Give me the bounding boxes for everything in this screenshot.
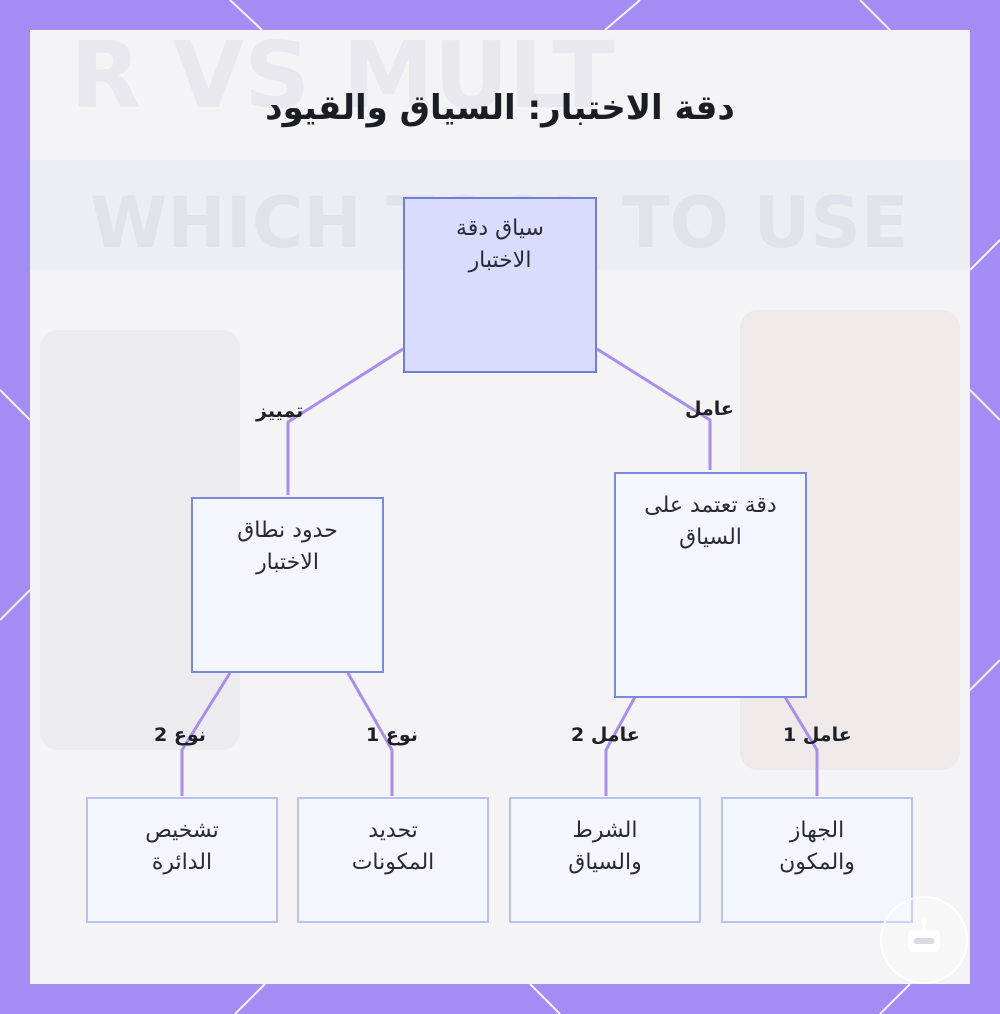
node-circuit-diagnosis-label: تشخيص الدائرة	[145, 818, 219, 875]
background-text-top: R VS MULT	[70, 30, 615, 129]
edge-label-type1: نوع 1	[366, 724, 418, 746]
node-root-label: سياق دقة الاختبار	[456, 216, 544, 273]
node-scope-limits: حدود نطاق الاختبار	[191, 497, 384, 673]
edge-label-root-to-context: عامل	[685, 398, 734, 420]
node-device-component: الجهاز والمكون	[721, 797, 913, 923]
node-component-identification-label: تحديد المكونات	[351, 818, 435, 875]
content-panel: R VS MULT WHICH TOOL TO USE دقة الاختبار…	[30, 30, 970, 984]
diagram-edges	[180, 347, 819, 796]
edge-label-factor1: عامل 1	[783, 724, 852, 746]
node-component-identification: تحديد المكونات	[297, 797, 489, 923]
node-circuit-diagnosis: تشخيص الدائرة	[86, 797, 278, 923]
node-scope-limits-label: حدود نطاق الاختبار	[237, 518, 338, 575]
node-context-accuracy: دقة تعتمد على السياق	[614, 472, 807, 698]
edge-context-to-device	[783, 696, 819, 796]
edge-scope-to-diagnosis	[180, 672, 232, 796]
edge-scope-to-identification	[346, 672, 394, 796]
edge-label-type2: نوع 2	[154, 724, 206, 746]
edge-label-root-to-scope: تمييز	[256, 400, 304, 422]
diagram-title: دقة الاختبار: السياق والقيود	[265, 88, 735, 128]
edge-context-to-condition	[604, 696, 637, 796]
robot-icon	[880, 896, 968, 984]
edge-root-to-scope	[286, 347, 404, 495]
node-condition-context-label: الشرط والسياق	[568, 818, 642, 875]
edge-label-factor2: عامل 2	[571, 724, 640, 746]
node-condition-context: الشرط والسياق	[509, 797, 701, 923]
node-device-component-label: الجهاز والمكون	[779, 818, 855, 875]
node-root: سياق دقة الاختبار	[403, 197, 597, 373]
edge-root-to-context	[596, 347, 712, 470]
node-context-accuracy-label: دقة تعتمد على السياق	[644, 493, 777, 550]
